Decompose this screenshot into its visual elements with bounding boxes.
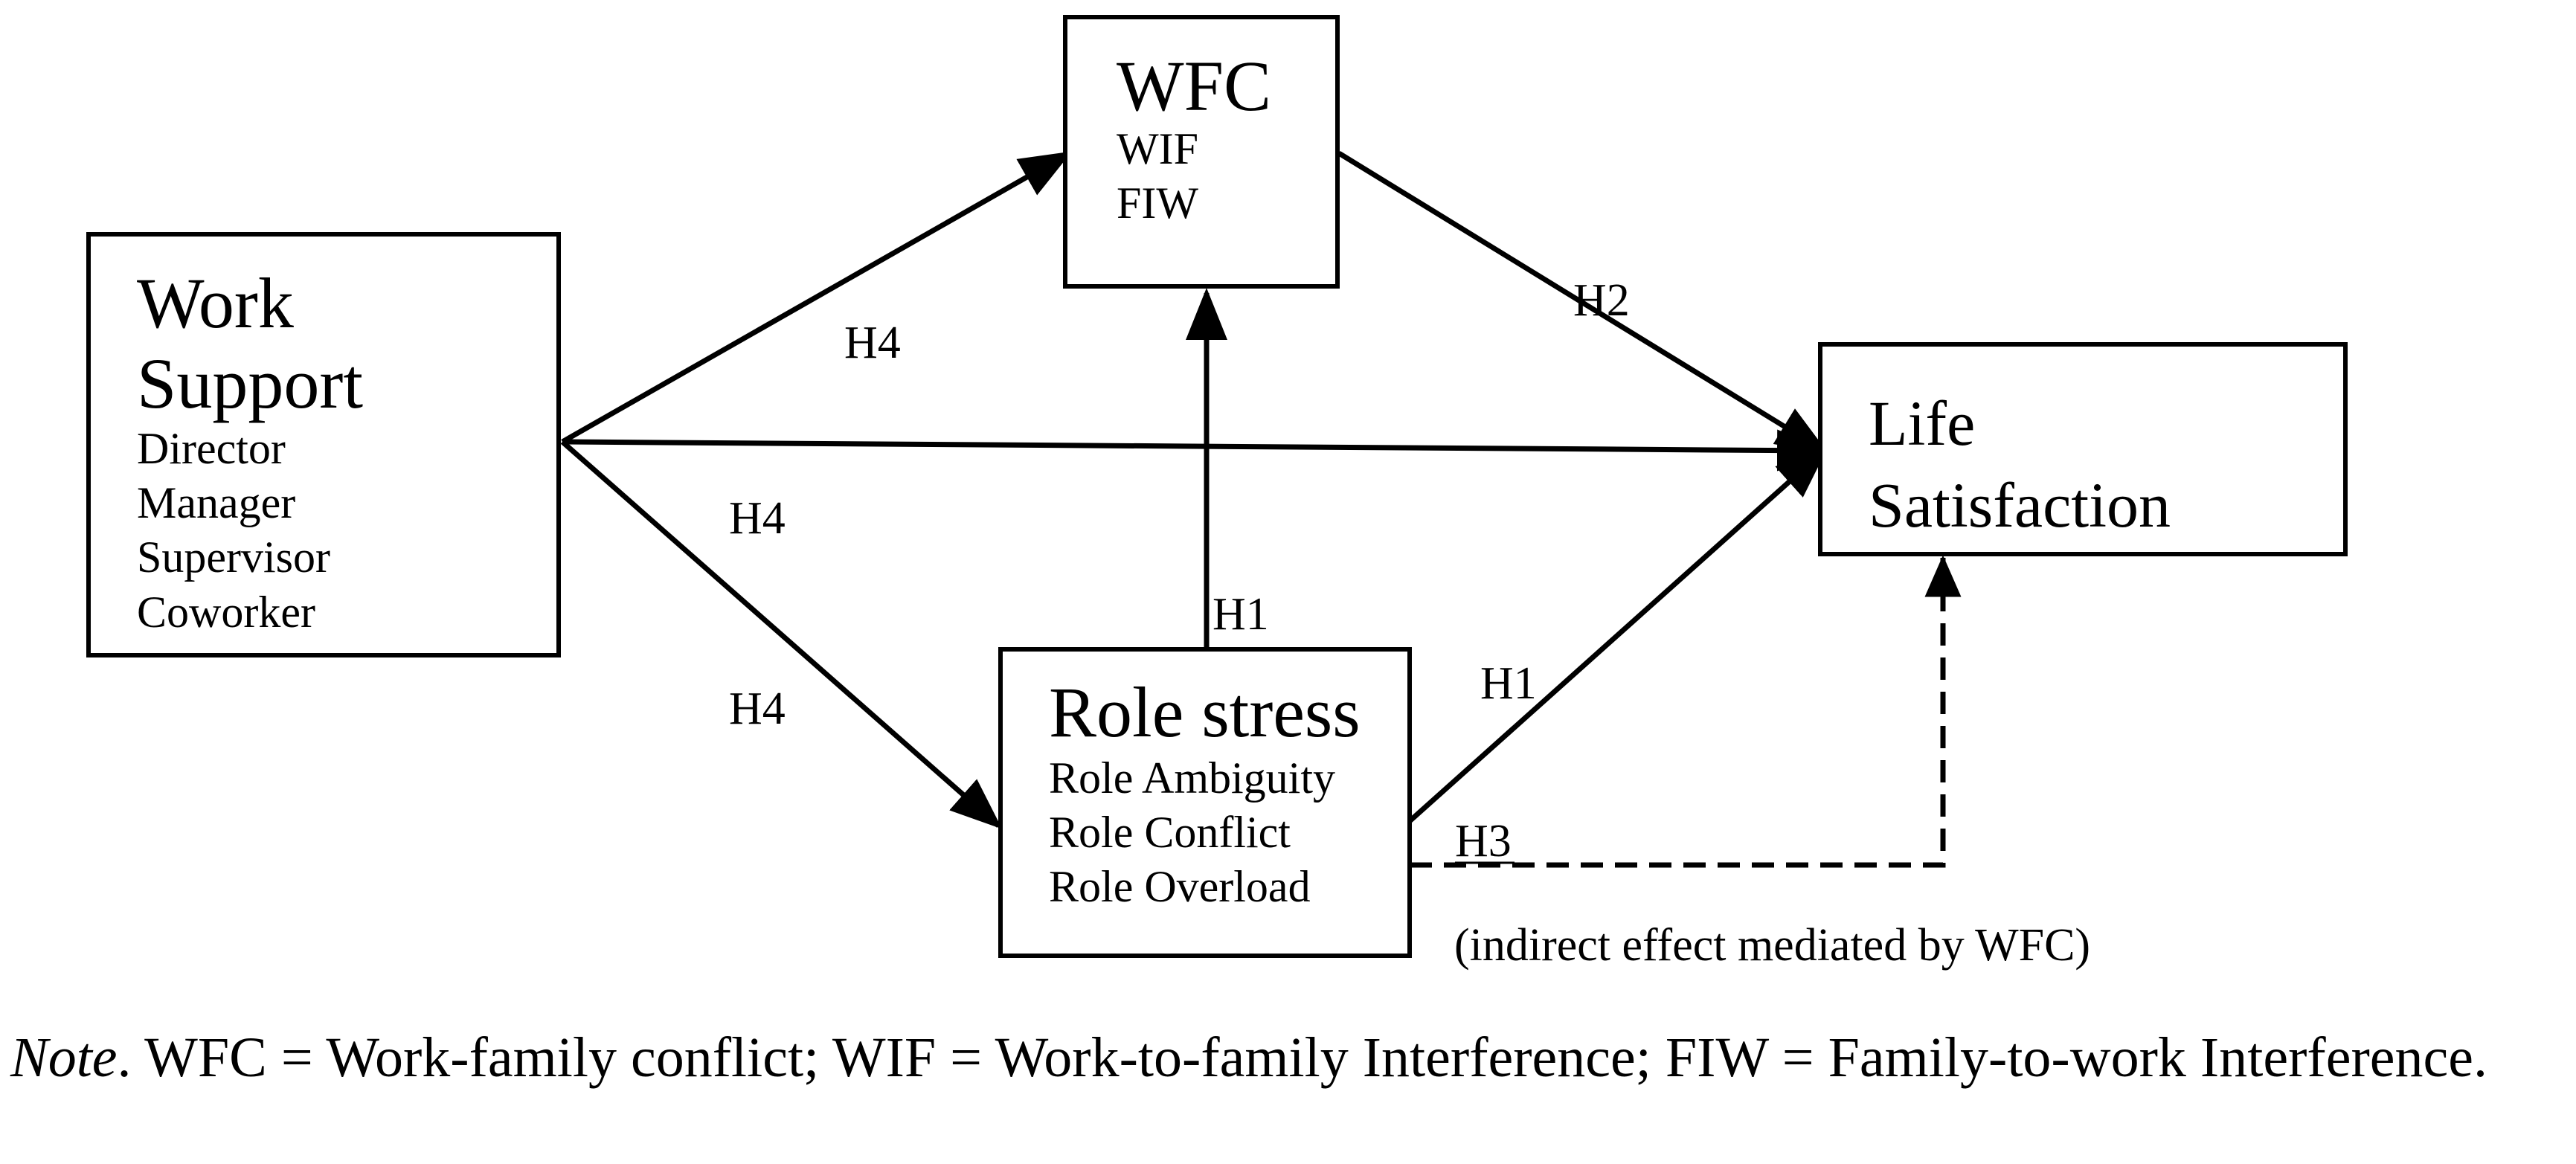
path-label-rs-ls-indirect: H3 [1455, 816, 1512, 866]
note-text: . WFC = Work-family conflict; WIF = Work… [117, 1026, 2487, 1089]
arrow-wfc-to-ls [1337, 151, 1828, 454]
wfc-title: WFC [1117, 46, 1272, 126]
path-label-ws-rs-lower: H4 [729, 684, 786, 734]
arrow-rs-to-ls [1407, 447, 1828, 823]
life-satisfaction-title: Life Satisfaction [1869, 382, 2343, 546]
arrow-rs-to-ls-indirect [1410, 555, 1962, 868]
work-support-item: Supervisor [137, 533, 330, 582]
life-satisfaction-box: Life Satisfaction [1818, 342, 2348, 556]
arrow-ws-to-wfc [561, 151, 1073, 445]
role-stress-box: Role stress Role Ambiguity Role Conflict… [998, 647, 1412, 958]
path-label-ws-rs-upper: H4 [729, 493, 786, 544]
note-lead: Note [10, 1026, 118, 1089]
work-support-title-line-1: Work [137, 263, 294, 343]
work-support-box: Work Support Director Manager Supervisor… [86, 232, 561, 657]
work-support-item: Coworker [137, 587, 315, 637]
wfc-item: FIW [1117, 178, 1198, 228]
life-satisfaction-title-line-2: Satisfaction [1869, 469, 2171, 541]
role-stress-item: Role Conflict [1049, 807, 1291, 857]
path-label-rs-ls: H1 [1480, 658, 1537, 709]
figure-note: Note. WFC = Work-family conflict; WIF = … [10, 1025, 2566, 1092]
path-label-wfc-ls: H2 [1573, 275, 1630, 326]
indirect-effect-caption: (indirect effect mediated by WFC) [1454, 920, 2091, 971]
wfc-box: WFC WIF FIW [1063, 15, 1340, 289]
arrow-ws-to-rs [560, 440, 1003, 829]
path-label-rs-wfc: H1 [1212, 589, 1269, 640]
arrow-ws-to-ls [562, 429, 1829, 472]
role-stress-title: Role stress [1049, 672, 1361, 752]
role-stress-item: Role Overload [1049, 861, 1311, 911]
work-support-title-line-2: Support [137, 343, 364, 423]
path-label-ws-wfc: H4 [844, 318, 901, 368]
life-satisfaction-title-line-1: Life [1869, 388, 1976, 459]
work-support-item: Director [137, 424, 286, 474]
wfc-item: WIF [1117, 123, 1198, 173]
role-stress-item: Role Ambiguity [1049, 753, 1336, 803]
work-support-title: Work Support [137, 263, 556, 423]
work-support-item: Manager [137, 478, 296, 528]
